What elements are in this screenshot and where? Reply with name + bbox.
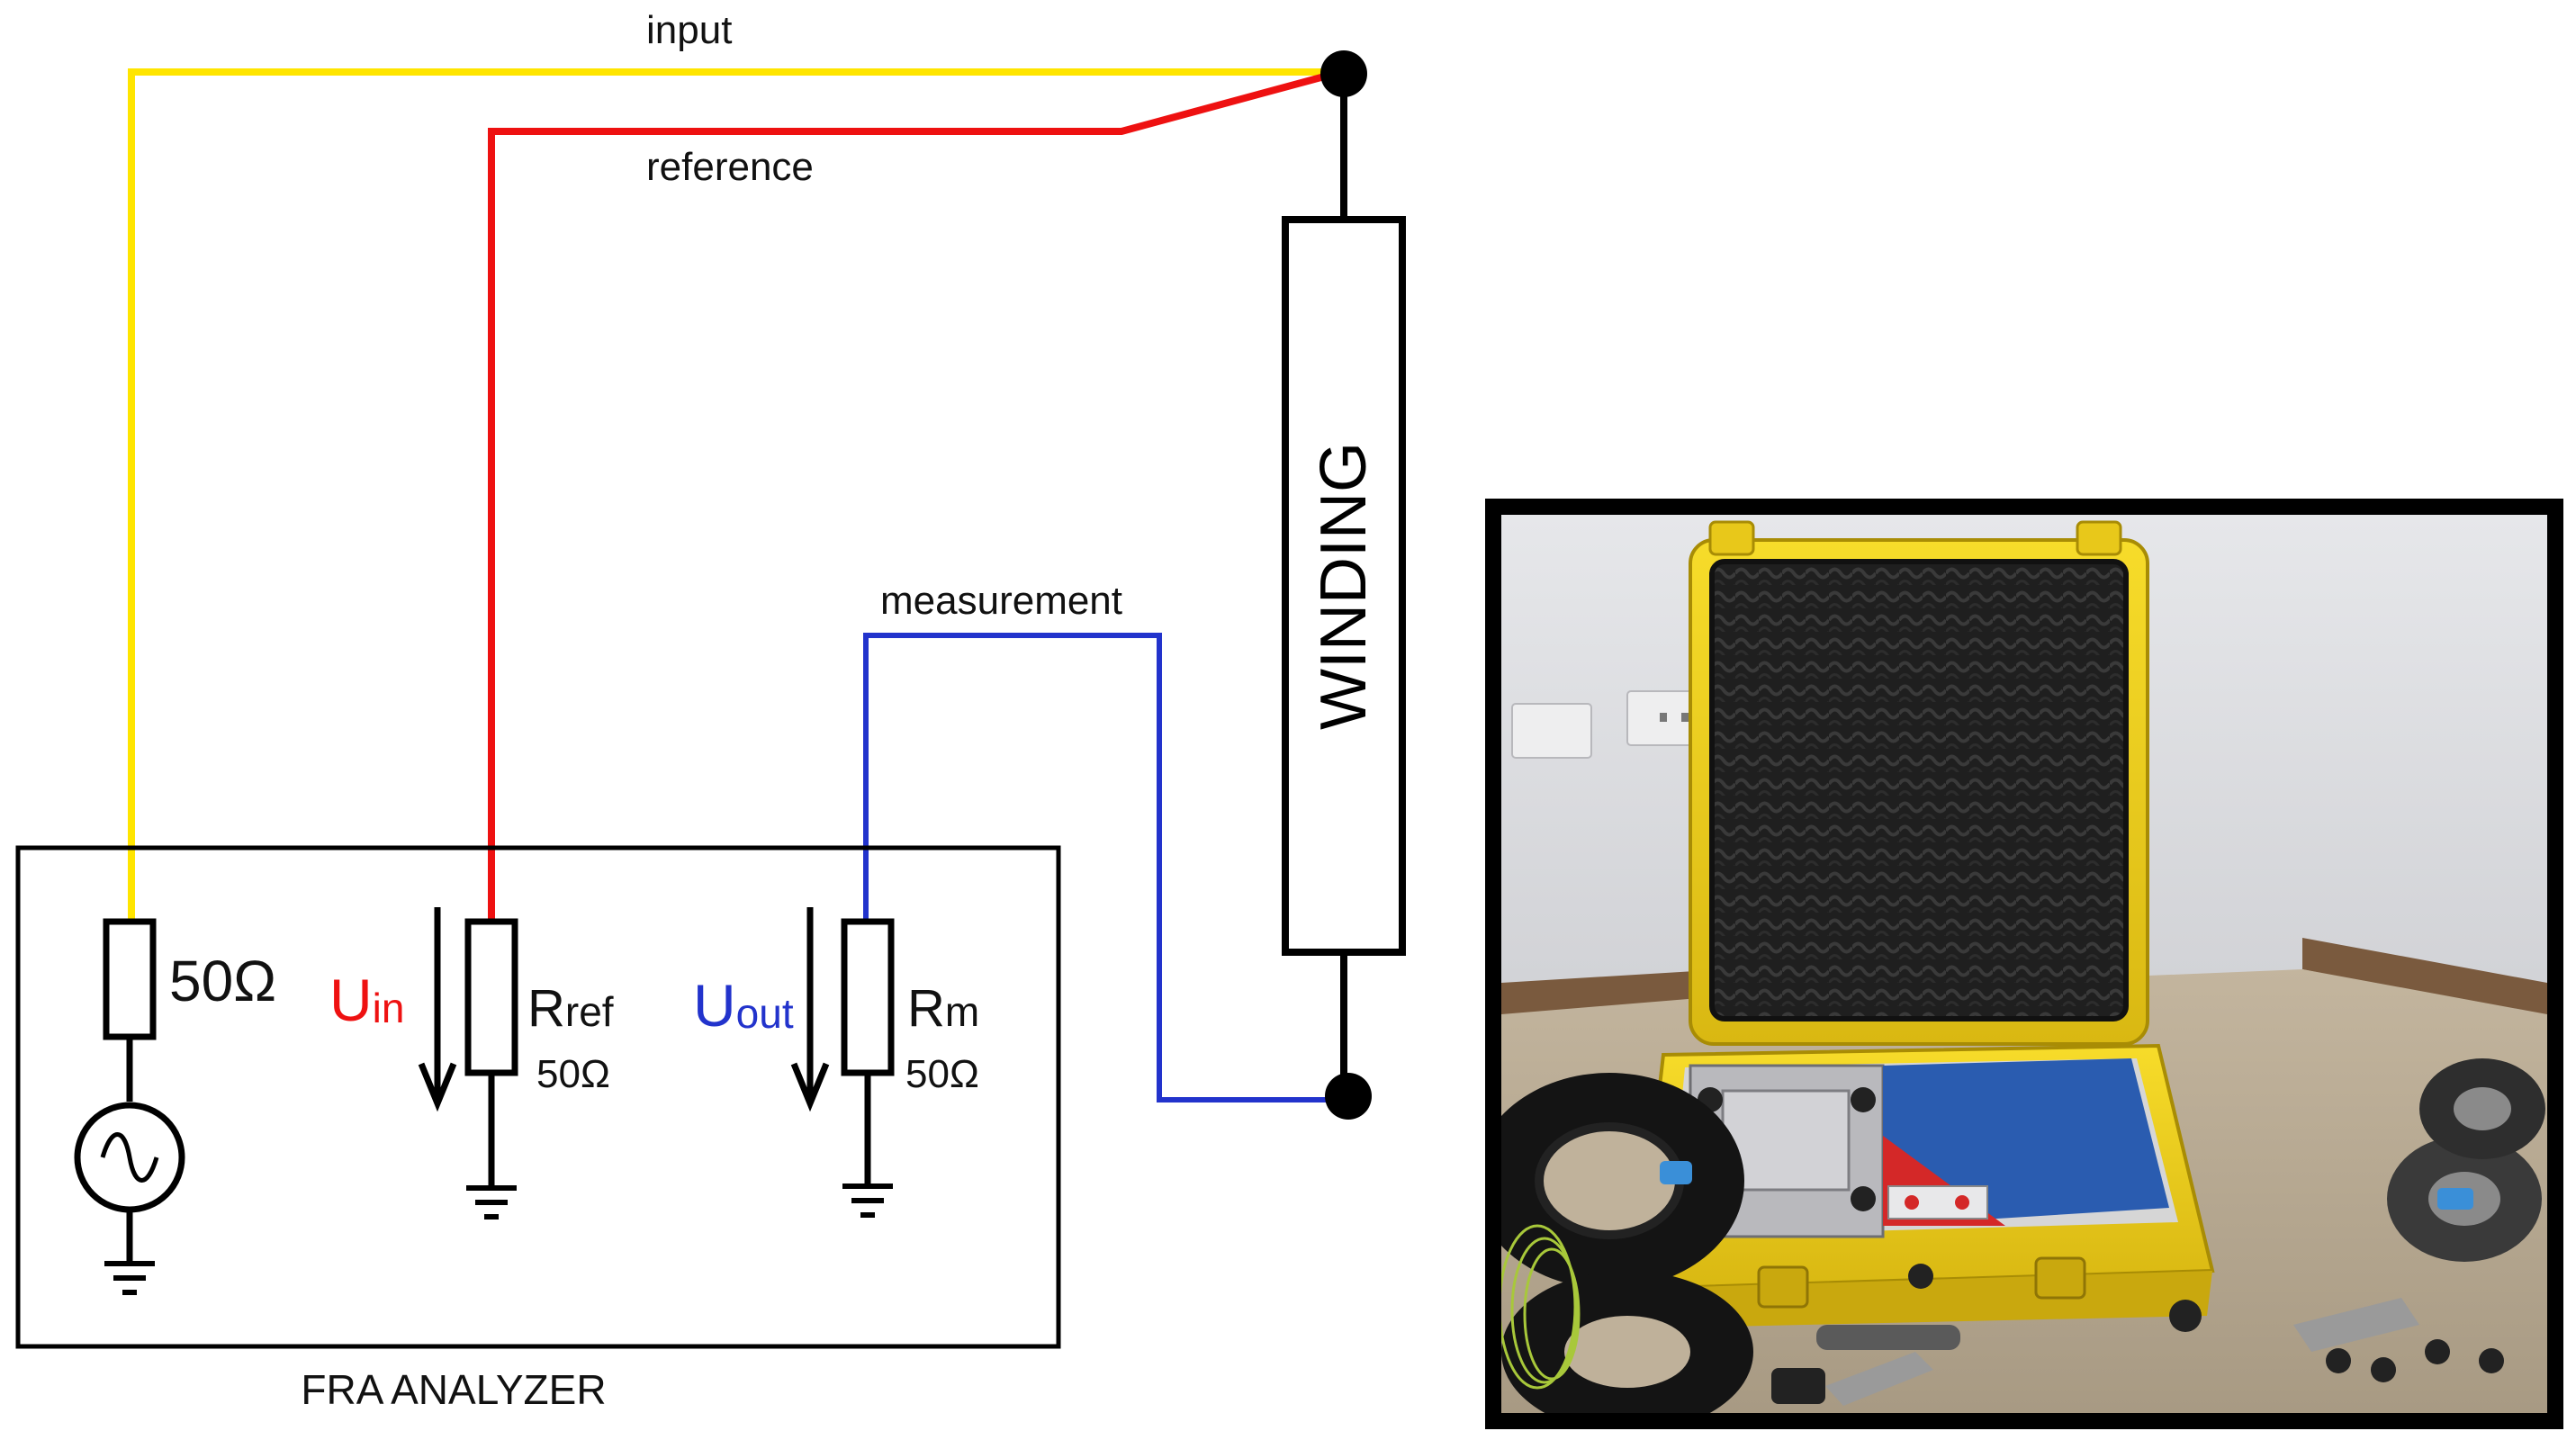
u-out-main: U [693, 972, 736, 1039]
ground-icon [842, 1184, 893, 1218]
source-resistor-value: 50Ω [169, 949, 276, 1013]
r-ref-main: R [527, 979, 565, 1038]
case-base [1634, 1043, 2215, 1350]
source-branch: 50Ω [74, 918, 276, 1295]
winding: WINDING [1282, 50, 1406, 1120]
case-handle [1816, 1325, 1960, 1350]
measurement-resistor [841, 918, 895, 1076]
input-wire [128, 68, 1341, 927]
input-wire-label: input [646, 8, 732, 52]
winding-body [1282, 216, 1406, 956]
u-in-arrow-icon [418, 907, 457, 1112]
case-lid [1689, 520, 2149, 1046]
u-out-label: Uout [693, 972, 794, 1039]
r-ref-value: 50Ω [536, 1052, 610, 1096]
r-m-subscript: m [945, 988, 979, 1035]
photo-content [1501, 515, 2547, 1413]
u-in-main: U [329, 967, 373, 1033]
r-m-label: Rm [907, 979, 979, 1038]
measurement-wire-label: measurement [880, 579, 1122, 623]
winding-label: WINDING [1308, 442, 1380, 730]
wire-group: input reference measurement [128, 8, 1347, 1102]
case-latch [1757, 1265, 1809, 1309]
photo-skirting-right [2302, 938, 2547, 1019]
case-lock [1908, 1264, 1933, 1289]
fra-analyzer: FRA ANALYZER 50Ω [15, 845, 1061, 1413]
reference-wire [488, 68, 1343, 927]
source-resistor [103, 918, 157, 1040]
instrument-photo [1485, 499, 2563, 1429]
green-cable [1501, 1224, 1581, 1390]
cable-reel-right [2387, 1058, 2545, 1262]
analyzer-caption: FRA ANALYZER [301, 1366, 606, 1413]
ground-icon [466, 1185, 517, 1220]
photo-wall-switch [1511, 703, 1592, 759]
measurement-branch: Uout Rm 50Ω [693, 907, 979, 1218]
u-in-subscript: in [373, 985, 405, 1031]
r-m-main: R [907, 979, 945, 1038]
ground-icon [104, 1261, 155, 1295]
case-latch [2034, 1256, 2086, 1300]
test-clamps [1771, 1298, 2504, 1406]
reference-wire-label: reference [646, 145, 814, 189]
analyzer-enclosure [15, 845, 1061, 1349]
reference-resistor [464, 918, 518, 1076]
u-in-label: Uin [329, 967, 404, 1033]
u-out-subscript: out [736, 990, 794, 1037]
r-m-value: 50Ω [905, 1052, 979, 1096]
fra-instrument [1883, 1058, 2169, 1226]
winding-bottom-node [1325, 1073, 1372, 1120]
winding-top-node [1320, 50, 1367, 97]
r-ref-subscript: ref [565, 988, 614, 1035]
measurement-wire [863, 633, 1347, 1102]
cable-reel-left [1501, 1073, 1753, 1413]
r-ref-label: Rref [527, 979, 614, 1038]
reference-branch: Uin Rref 50Ω [329, 907, 614, 1220]
u-out-arrow-icon [790, 907, 830, 1112]
sine-wave-icon [100, 1132, 159, 1183]
